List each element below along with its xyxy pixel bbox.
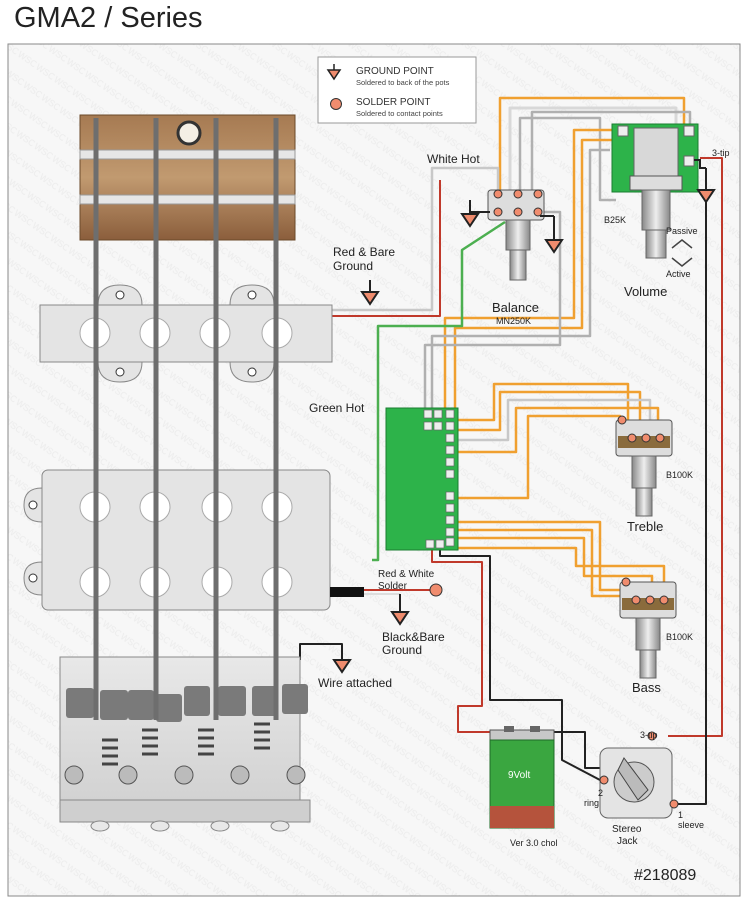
stereo-jack[interactable]: [599, 731, 679, 819]
label-bass-value: B100K: [666, 632, 693, 642]
neck-marker-inlay: [176, 120, 202, 146]
chevron-up-icon: [671, 239, 693, 249]
label-red-white-1: Red & White: [378, 569, 435, 580]
bass-pot[interactable]: [619, 577, 677, 679]
label-green-hot: Green Hot: [309, 401, 365, 415]
labels: White Hot Red & Bare Ground Green Hot Re…: [309, 148, 730, 884]
bass-bridge: [59, 656, 311, 832]
treble-pot[interactable]: [615, 415, 673, 517]
bass-neck: [79, 114, 296, 241]
label-jack-sleeve-number: 1: [678, 810, 683, 820]
label-red-white-2: Solder: [378, 581, 408, 592]
legend-ground-label: GROUND POINT: [356, 66, 434, 77]
neck-pickup: [39, 284, 333, 383]
label-red-bare-ground-2: Ground: [333, 259, 373, 273]
battery-9v: [489, 726, 555, 829]
label-bass: Bass: [632, 680, 661, 695]
legend-ground-sub: Soldered to back of the pots: [356, 78, 450, 87]
label-version: Ver 3.0 chol: [510, 838, 558, 848]
label-treble: Treble: [627, 519, 663, 534]
label-mn250k: MN250K: [496, 316, 531, 326]
legend-solder-sub: Soldered to contact points: [356, 109, 443, 118]
balance-pot[interactable]: [487, 189, 545, 281]
label-wire-attached: Wire attached: [318, 676, 392, 690]
label-volume: Volume: [624, 284, 667, 299]
label-three-tip-top: 3-tip: [712, 148, 730, 158]
label-jack-name-1: Stereo: [612, 824, 642, 835]
legend-box: GROUND POINT Soldered to back of the pot…: [317, 56, 477, 124]
label-jack-sleeve: sleeve: [678, 820, 704, 830]
bass-strings: [93, 118, 279, 720]
label-battery: 9Volt: [508, 770, 530, 781]
label-red-bare-ground-1: Red & Bare: [333, 245, 395, 259]
label-black-bare-1: Black&Bare: [382, 630, 445, 644]
label-balance: Balance: [492, 300, 539, 315]
ground-arrow-icon: [332, 659, 352, 674]
label-treble-value: B100K: [666, 470, 693, 480]
ground-point-icons: [332, 159, 716, 674]
solder-points: [429, 583, 443, 597]
label-black-bare-2: Ground: [382, 643, 422, 657]
bridge-pickup: [23, 469, 364, 611]
label-jack-ring-number: 2: [598, 788, 603, 798]
label-part-number: #218089: [634, 867, 696, 884]
label-jack-name-2: Jack: [617, 836, 639, 847]
legend-solder-label: SOLDER POINT: [356, 97, 430, 108]
ground-arrow-icon: [544, 216, 564, 254]
preamp-circuit-board: [385, 407, 459, 551]
volume-pot[interactable]: [611, 123, 699, 259]
chevron-down-icon: [671, 257, 693, 267]
label-active: Active: [666, 269, 691, 279]
ground-arrow-icon: [360, 291, 380, 306]
label-b25k: B25K: [604, 215, 626, 225]
label-passive: Passive: [666, 226, 698, 236]
solder-point-icon: [330, 98, 342, 110]
ground-arrow-icon: [696, 168, 716, 204]
label-jack-tip: 3-tip: [640, 730, 658, 740]
label-white-hot: White Hot: [427, 152, 480, 166]
diagram-title: GMA2 / Series: [14, 2, 203, 34]
label-jack-ring: ring: [584, 798, 599, 808]
ground-arrow-icon: [390, 611, 410, 626]
